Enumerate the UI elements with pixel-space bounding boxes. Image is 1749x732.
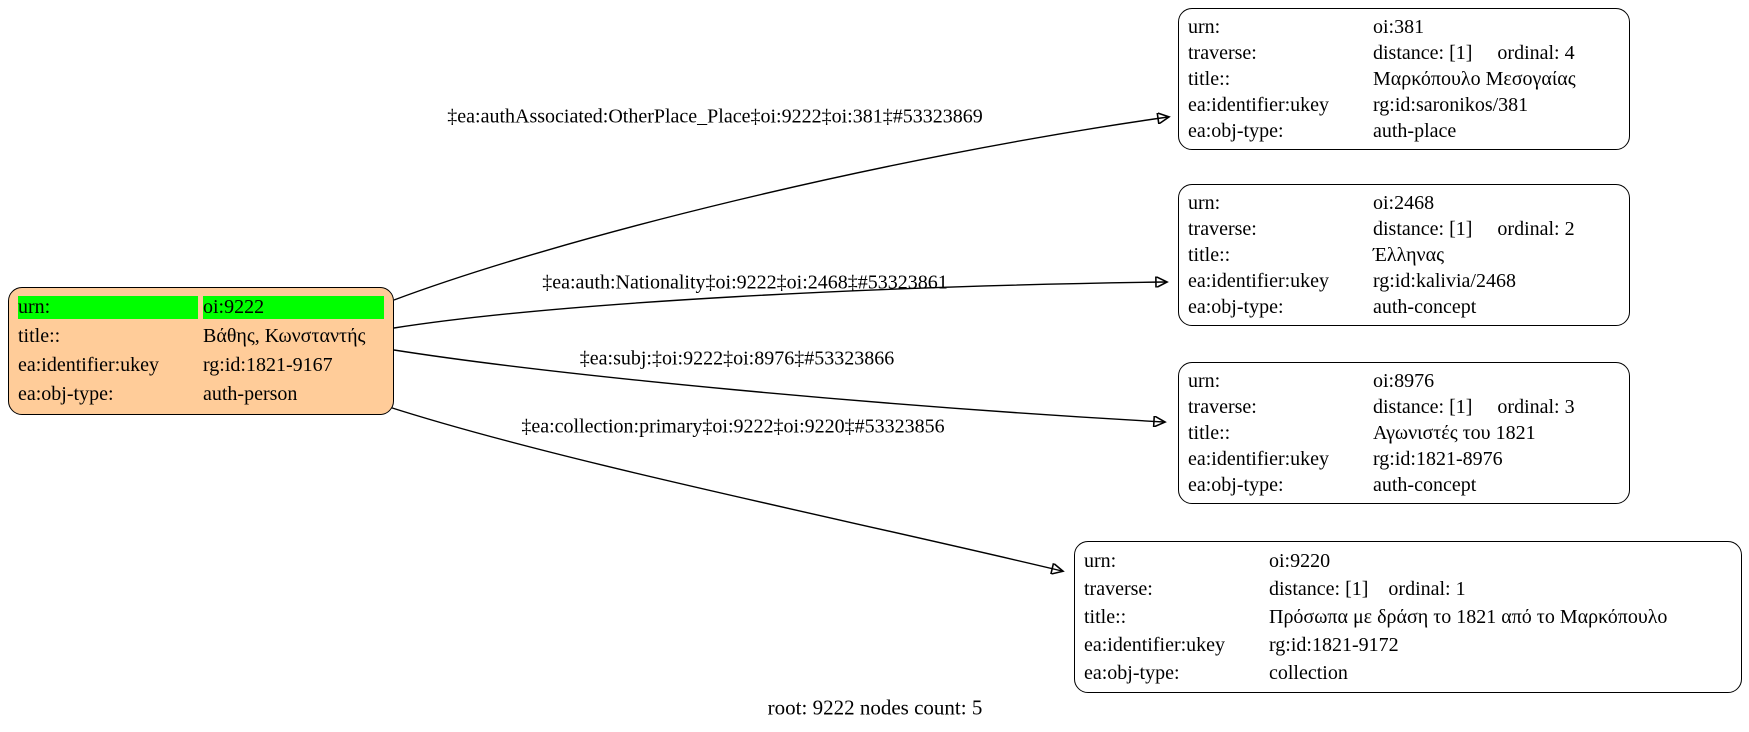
row-key: urn:	[1188, 191, 1221, 214]
row-key: ea:obj-type:	[1188, 295, 1284, 318]
node-row-traverse: traverse: distance: [1] ordinal: 1	[1084, 578, 1732, 601]
edge-label-auth-nationality: ‡ea:auth:Nationality‡oi:9222‡oi:2468‡#53…	[542, 271, 948, 294]
row-key: ea:identifier:ukey	[18, 354, 160, 376]
row-key: traverse:	[1084, 577, 1153, 600]
node-row-objtype: ea:obj-type: auth-person	[18, 383, 384, 406]
row-value: oi:8976	[1373, 369, 1435, 392]
row-key: ea:identifier:ukey	[1188, 269, 1330, 292]
row-key: traverse:	[1188, 41, 1257, 64]
row-key: ea:obj-type:	[1188, 119, 1284, 142]
row-value: oi:381	[1373, 15, 1425, 38]
node-row-urn: urn: oi:9220	[1084, 550, 1732, 573]
node-oi-2468: urn: oi:2468 traverse: distance: [1] ord…	[1178, 184, 1630, 326]
row-key: ea:obj-type:	[1084, 661, 1180, 684]
row-value: rg:id:1821-8976	[1373, 447, 1503, 470]
row-key: urn:	[1188, 15, 1221, 38]
node-row-traverse: traverse: distance: [1] ordinal: 4	[1188, 42, 1620, 65]
node-row-identifier: ea:identifier:ukey rg:id:kalivia/2468	[1188, 270, 1620, 293]
row-value: Έλληνας	[1373, 243, 1444, 266]
row-key: ea:identifier:ukey	[1188, 93, 1330, 116]
node-row-urn: urn: oi:8976	[1188, 370, 1620, 393]
node-row-identifier: ea:identifier:ukey rg:id:1821-9172	[1084, 634, 1732, 657]
edge-label-collection-primary: ‡ea:collection:primary‡oi:9222‡oi:9220‡#…	[521, 415, 945, 438]
node-oi-8976: urn: oi:8976 traverse: distance: [1] ord…	[1178, 362, 1630, 504]
node-row-urn: urn: oi:2468	[1188, 192, 1620, 215]
node-row-objtype: ea:obj-type: collection	[1084, 662, 1732, 685]
row-key: title::	[1188, 243, 1231, 266]
node-row-title: title:: Έλληνας	[1188, 244, 1620, 267]
row-value: auth-concept	[1373, 295, 1477, 318]
row-key: urn:	[1188, 369, 1221, 392]
node-oi-381: urn: oi:381 traverse: distance: [1] ordi…	[1178, 8, 1630, 150]
row-key: title::	[1188, 421, 1231, 444]
row-value: collection	[1269, 661, 1348, 684]
node-row-objtype: ea:obj-type: auth-place	[1188, 120, 1620, 143]
row-value: distance: [1] ordinal: 3	[1373, 395, 1575, 418]
node-row-objtype: ea:obj-type: auth-concept	[1188, 296, 1620, 319]
node-row-traverse: traverse: distance: [1] ordinal: 2	[1188, 218, 1620, 241]
node-row-identifier: ea:identifier:ukey rg:id:saronikos/381	[1188, 94, 1620, 117]
row-value: auth-person	[203, 383, 298, 405]
node-row-traverse: traverse: distance: [1] ordinal: 3	[1188, 396, 1620, 419]
row-key: ea:obj-type:	[1188, 473, 1284, 496]
row-value: Βάθης, Κωνσταντής	[203, 325, 366, 347]
node-row-identifier: ea:identifier:ukey rg:id:1821-8976	[1188, 448, 1620, 471]
row-key: urn:	[18, 296, 198, 319]
edge-label-authassociated-otherplace: ‡ea:authAssociated:OtherPlace_Place‡oi:9…	[447, 105, 983, 128]
edge-label-subj: ‡ea:subj:‡oi:9222‡oi:8976‡#53323866	[579, 347, 895, 370]
row-value: oi:9220	[1269, 549, 1331, 572]
row-value: Μαρκόπουλο Μεσογαίας	[1373, 67, 1576, 90]
row-key: traverse:	[1188, 395, 1257, 418]
row-value: rg:id:1821-9167	[203, 354, 333, 376]
row-key: ea:identifier:ukey	[1188, 447, 1330, 470]
row-value: distance: [1] ordinal: 1	[1269, 577, 1466, 600]
row-value: rg:id:saronikos/381	[1373, 93, 1529, 116]
row-value: distance: [1] ordinal: 2	[1373, 217, 1575, 240]
row-key: title::	[1188, 67, 1231, 90]
row-value: rg:id:kalivia/2468	[1373, 269, 1516, 292]
node-row-title: title:: Αγωνιστές του 1821	[1188, 422, 1620, 445]
row-key: ea:obj-type:	[18, 383, 114, 405]
node-row-title: title:: Πρόσωπα με δράση το 1821 από το …	[1084, 606, 1732, 629]
node-row-objtype: ea:obj-type: auth-concept	[1188, 474, 1620, 497]
node-row-title: title:: Βάθης, Κωνσταντής	[18, 325, 384, 348]
row-value: oi:2468	[1373, 191, 1435, 214]
row-value: auth-concept	[1373, 473, 1477, 496]
node-root-oi-9222: urn: oi:9222 title:: Βάθης, Κωνσταντής e…	[8, 287, 394, 415]
node-row-identifier: ea:identifier:ukey rg:id:1821-9167	[18, 354, 384, 377]
row-value: Πρόσωπα με δράση το 1821 από το Μαρκόπου…	[1269, 605, 1668, 628]
node-row-urn: urn: oi:381	[1188, 16, 1620, 39]
node-row-title: title:: Μαρκόπουλο Μεσογαίας	[1188, 68, 1620, 91]
row-value: distance: [1] ordinal: 4	[1373, 41, 1575, 64]
row-key: title::	[1084, 605, 1127, 628]
row-key: title::	[18, 325, 61, 347]
row-key: ea:identifier:ukey	[1084, 633, 1226, 656]
row-value: Αγωνιστές του 1821	[1373, 421, 1536, 444]
node-oi-9220: urn: oi:9220 traverse: distance: [1] ord…	[1074, 541, 1742, 693]
row-value: auth-place	[1373, 119, 1457, 142]
node-row-urn: urn: oi:9222	[18, 296, 384, 319]
row-value: rg:id:1821-9172	[1269, 633, 1399, 656]
row-key: urn:	[1084, 549, 1117, 572]
row-key: traverse:	[1188, 217, 1257, 240]
row-value: oi:9222	[203, 296, 384, 319]
footer-caption: root: 9222 nodes count: 5	[767, 695, 983, 720]
